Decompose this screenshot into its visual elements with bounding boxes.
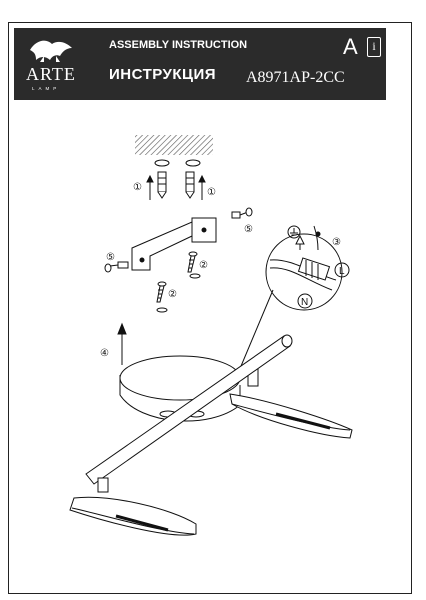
page-border [8,22,412,594]
mounting-bracket [131,217,217,271]
ceiling-hole-left [154,159,170,167]
step-label-1b: ① [207,187,216,198]
model-number: A8971AP-2CC [246,69,345,86]
step-label-5a: ⑤ [244,224,253,235]
step-label-2b: ② [168,289,177,300]
dowel-plug-right [185,171,195,199]
step-label-1a: ① [133,182,142,193]
header-banner [14,28,386,100]
instruction-title: ИНСТРУКЦИЯ [109,66,217,83]
wire-label-n: N [301,297,308,308]
callout-leader [235,289,274,379]
step-label-4: ④ [100,348,109,359]
wood-screw-lower [156,281,168,313]
step-label-2a: ② [199,260,208,271]
assembly-title: ASSEMBLY INSTRUCTION [109,39,248,51]
wire-label-l: L [339,266,345,277]
arrow-up-icon [117,322,127,365]
arrow-up-icon [146,174,206,200]
screw-5-right [231,207,253,219]
lamp-head-left [69,477,197,536]
griffin-logo-icon [30,40,72,62]
wood-screw-upper [187,251,201,279]
brand-logo-text: ARTE [26,64,76,84]
dowel-plug-left [157,171,167,199]
ground-symbol-icon [287,225,301,239]
wiring-detail-callout [265,225,343,311]
wire-label-l-ring [334,262,350,278]
step-label-5b: ⑤ [106,252,115,263]
info-icon: i [367,37,381,57]
step-label-3: ③ [332,237,341,248]
ceiling-hole-right [185,159,201,167]
lamp-head-right [229,367,353,439]
lamp-arm-rod [85,334,293,485]
energy-class-letter: A [343,34,358,59]
screw-5-left [104,261,129,273]
brand-logo-subtext: LAMP [32,86,61,91]
ceiling-hatch [135,135,213,155]
wire-label-n-ring [297,293,313,309]
